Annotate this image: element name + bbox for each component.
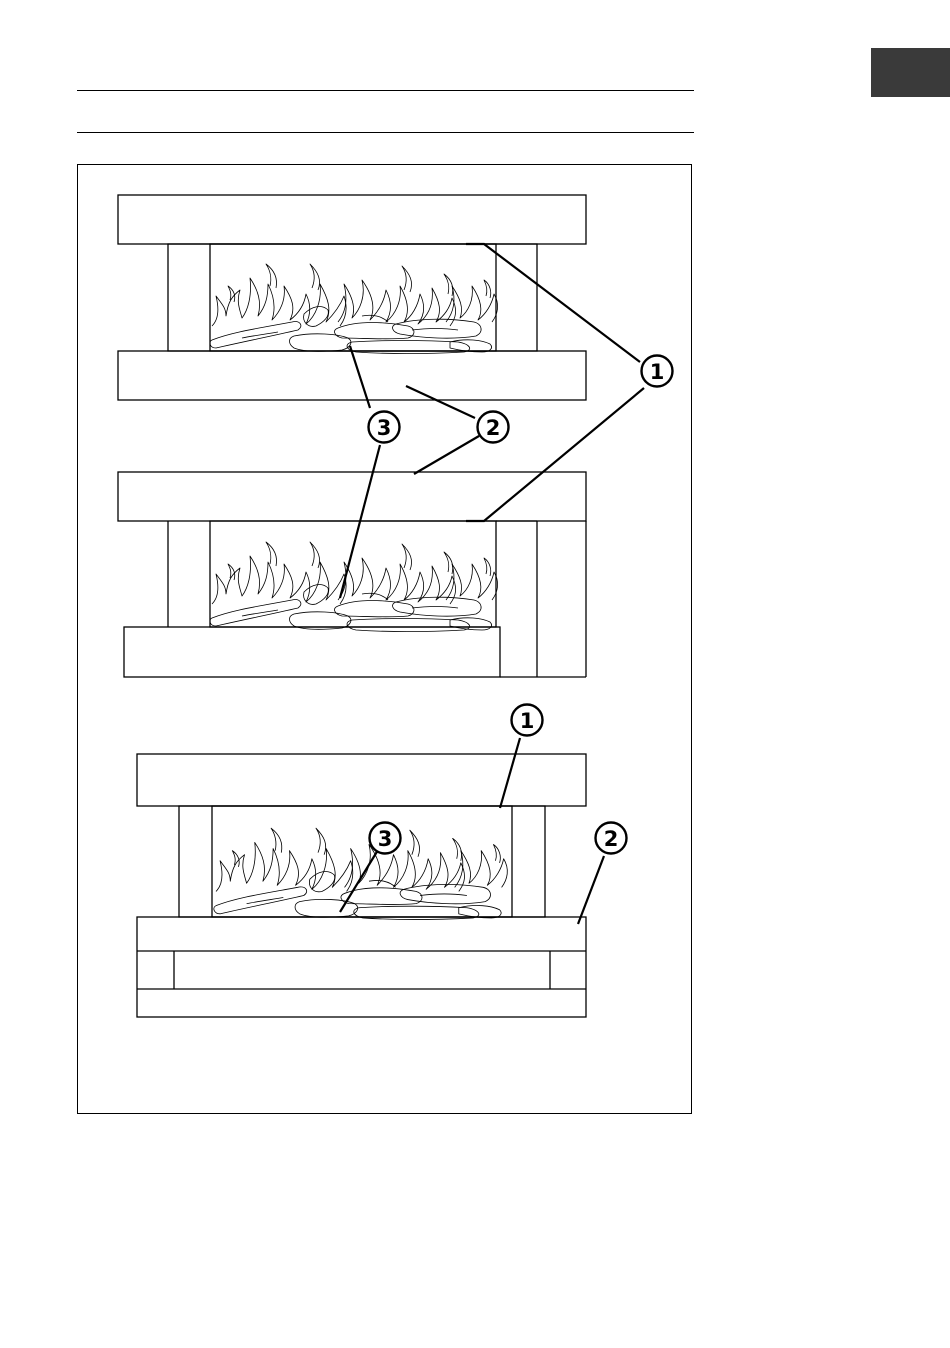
base-c	[137, 917, 586, 1017]
svg-text:2: 2	[486, 416, 501, 440]
leader-1-top	[466, 244, 640, 362]
leader-1-mid	[466, 388, 644, 521]
firebox-b	[210, 521, 496, 627]
leader-2-top	[406, 386, 475, 418]
flame-effect-c	[214, 828, 507, 919]
callout-1-right: 1	[642, 356, 673, 387]
flame-effect-b	[210, 542, 498, 632]
flame-effect-a	[210, 264, 498, 354]
callout-3-bottom: 3	[370, 823, 401, 854]
leader-1-bottom	[500, 738, 520, 808]
svg-text:3: 3	[378, 827, 393, 851]
mantel-top-a	[118, 195, 586, 244]
leader-3-top	[350, 346, 370, 408]
leader-2-bottom	[578, 856, 604, 924]
fireplace-variant-a	[118, 195, 586, 400]
fireplace-variant-b	[118, 472, 586, 677]
svg-text:1: 1	[520, 709, 535, 733]
firebox-a	[210, 244, 496, 351]
callout-2-middle: 2	[478, 412, 509, 443]
mantel-top-b	[118, 472, 586, 521]
leader-2-mid	[414, 436, 479, 474]
svg-text:3: 3	[377, 416, 392, 440]
insert-surround-a	[168, 244, 537, 351]
base-a	[118, 351, 586, 400]
svg-text:2: 2	[604, 827, 619, 851]
mantel-top-c	[137, 754, 586, 806]
hearth-b	[124, 627, 500, 677]
fireplace-variant-c	[137, 754, 586, 1017]
callout-3-middle: 3	[369, 412, 400, 443]
svg-text:1: 1	[650, 360, 665, 384]
callout-2-bottom: 2	[596, 823, 627, 854]
callout-1-bottom: 1	[512, 705, 543, 736]
